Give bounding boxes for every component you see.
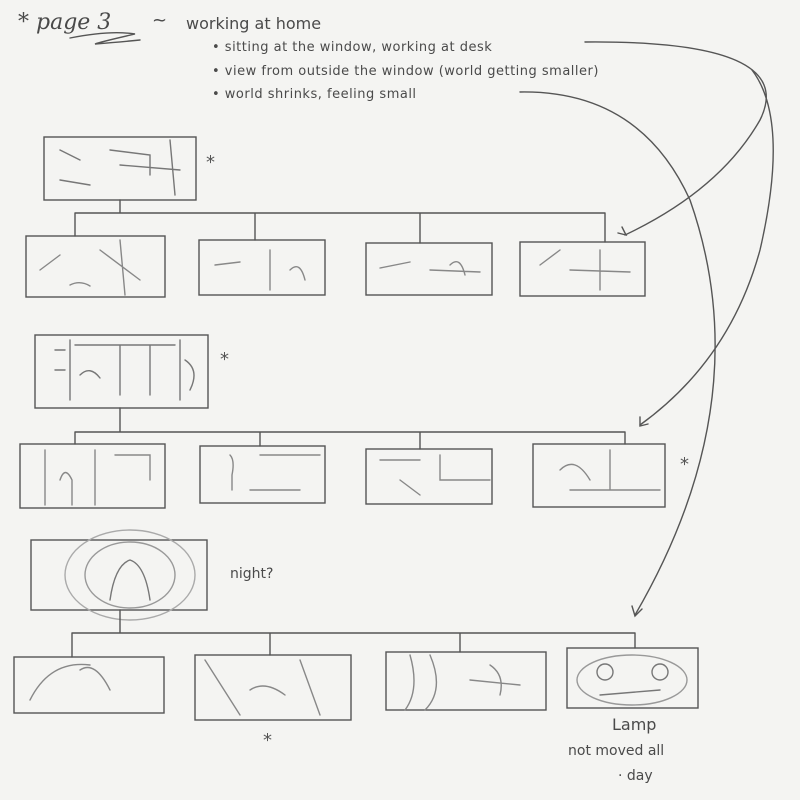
lamp-note: Lamp: [612, 715, 657, 734]
connector: [74, 407, 626, 450]
svg-text:*: *: [680, 454, 689, 475]
arrow-head: [617, 226, 628, 237]
arrow-2: [639, 69, 774, 426]
frame: [365, 448, 493, 505]
frame-main: [34, 334, 209, 409]
frame: [519, 241, 646, 297]
frame: [199, 445, 326, 504]
connector: [74, 199, 606, 244]
frame: [25, 235, 166, 298]
frame: [365, 242, 493, 296]
frame: [532, 443, 666, 508]
arrow-3: [519, 91, 716, 616]
bullet-item: • world shrinks, feeling small: [212, 87, 417, 102]
frame: [198, 239, 326, 296]
frame: [385, 651, 547, 711]
sketch: [54, 339, 195, 401]
arrow-1: [584, 41, 767, 236]
arrow-head: [631, 605, 643, 618]
day-note: · day: [618, 768, 653, 784]
frame: [19, 443, 166, 509]
row-3: *: [13, 529, 699, 751]
page-subtitle: working at home: [186, 14, 322, 33]
night-note: night?: [230, 566, 274, 582]
arrow-head: [639, 416, 649, 427]
svg-text:*: *: [220, 349, 229, 370]
row-1: *: [25, 136, 646, 298]
bullet-item: • sitting at the window, working at desk: [212, 40, 493, 55]
frame-main: [30, 539, 208, 611]
frame: [13, 656, 165, 714]
frame: [194, 654, 352, 721]
page-title: * page 3: [18, 10, 112, 35]
row-2: * *: [19, 334, 689, 509]
frame: [566, 647, 699, 709]
tilde-mark: ~: [152, 10, 168, 31]
sketch: [59, 139, 181, 196]
svg-text:*: *: [206, 152, 215, 173]
title-underline: [69, 31, 141, 45]
connector: [71, 609, 636, 658]
sketch: [29, 654, 521, 716]
sketch: [39, 239, 631, 296]
sketch: [44, 449, 661, 506]
svg-text:*: *: [263, 730, 272, 751]
bullet-item: • view from outside the window (world ge…: [212, 64, 599, 79]
not-moved-note: not moved all: [568, 743, 665, 759]
